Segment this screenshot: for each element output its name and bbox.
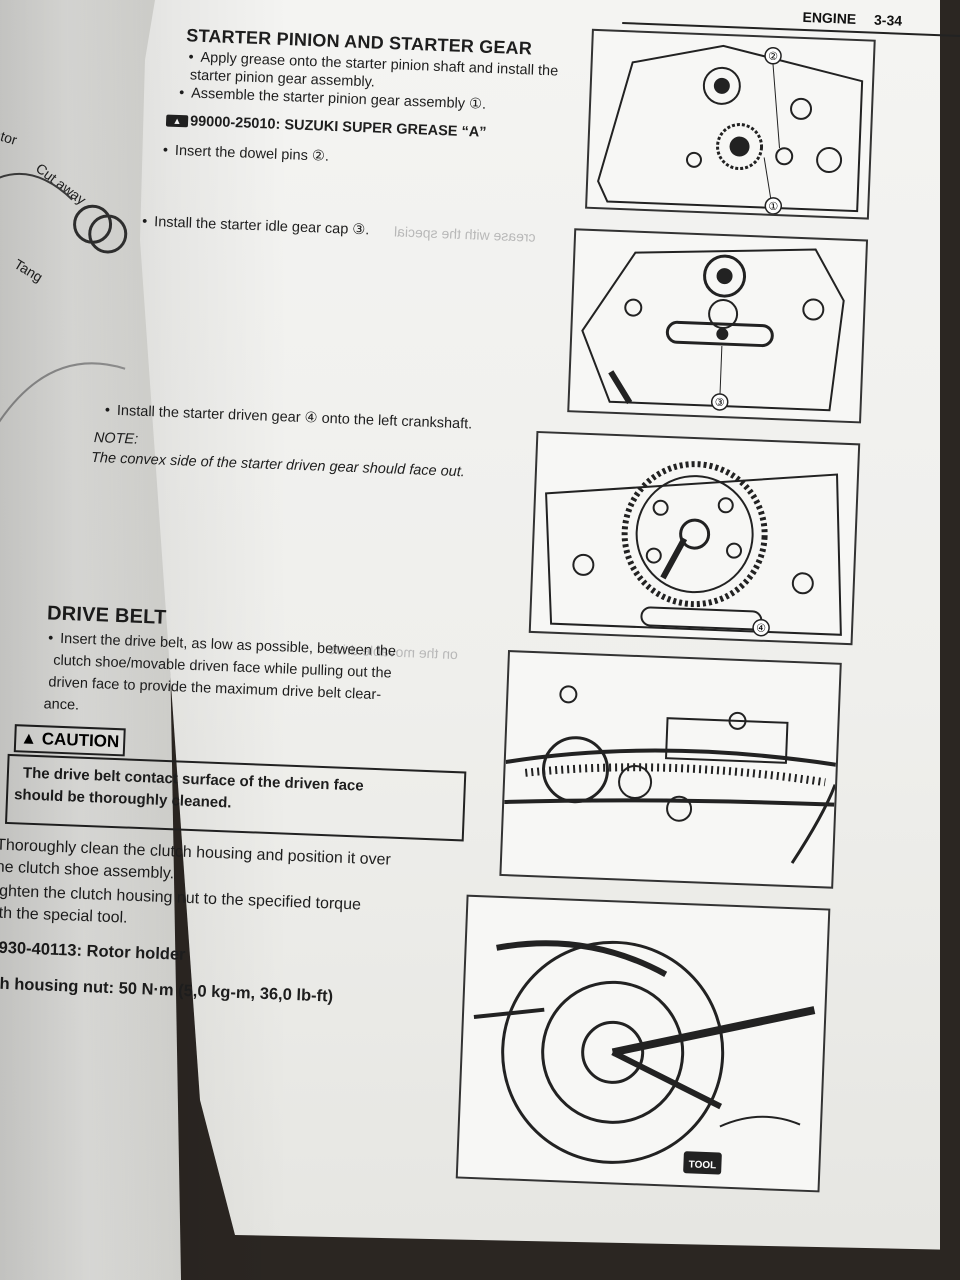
tool-reference: 09930-40113: Rotor holder [0, 938, 186, 964]
fig1-callout-2: ② [768, 50, 778, 63]
section-title-drive-belt: DRIVE BELT [46, 602, 167, 629]
caution-line-2: should be thoroughly cleaned. [13, 786, 232, 812]
clutch-housing-tool-illustration: TOOL [473, 940, 816, 1175]
starter-bullet-4: Install the starter idle gear cap ③. [154, 214, 370, 238]
bleed-through-text: crease with the special [393, 223, 536, 245]
fig3-callout-4: ④ [756, 622, 766, 635]
figure-clutch-housing-tool: TOOL [455, 894, 831, 1193]
caution-badge: ▲ CAUTION [13, 724, 126, 757]
left-page-gear-sketch [0, 173, 128, 442]
figure-idle-gear-cap: ③ [567, 228, 869, 424]
page-header: ENGINE 3-34 [802, 9, 916, 29]
header-page-number: 3-34 [873, 11, 903, 29]
starter-pinion-illustration: ② ① [597, 44, 864, 215]
paragraph-2-line-2: with the special tool. [0, 904, 128, 927]
grease-reference: ▲99000-25010: SUZUKI SUPER GREASE “A” [165, 113, 487, 141]
left-page: ator Cut away Tang [0, 0, 182, 1280]
starter-bullet-2: Assemble the starter pinion gear assembl… [191, 85, 486, 112]
torque-spec: utch housing nut: 50 N·m (5,0 kg-m, 36,0… [0, 973, 334, 1006]
fig2-callout-3: ③ [715, 396, 725, 409]
warning-triangle-icon: ▲ [19, 728, 38, 749]
drive-belt-illustration [504, 685, 837, 864]
drive-belt-line-4: ance. [43, 696, 80, 714]
note-label: NOTE: [93, 429, 139, 448]
tool-badge-label: TOOL [688, 1159, 716, 1171]
caution-label: CAUTION [41, 729, 120, 752]
figure-drive-belt [499, 650, 842, 889]
header-section: ENGINE [802, 8, 857, 27]
paragraph-1-line-2: the clutch shoe assembly. [0, 858, 175, 883]
starter-driven-gear-illustration: ④ [545, 461, 842, 637]
tool-badge-icon [683, 1151, 722, 1175]
idle-gear-cap-illustration: ③ [581, 248, 845, 412]
grease-icon: ▲ [165, 114, 189, 128]
fig1-callout-1: ① [768, 200, 778, 213]
figure-starter-driven-gear: ④ [528, 430, 861, 646]
starter-bullet-5: Install the starter driven gear ④ onto t… [117, 403, 473, 433]
note-text: The convex side of the starter driven ge… [90, 449, 466, 481]
caution-box: The drive belt contact surface of the dr… [4, 753, 467, 842]
figure-starter-pinion: ② ① [585, 28, 876, 220]
starter-bullet-3: Insert the dowel pins ②. [175, 143, 330, 165]
grease-reference-text: 99000-25010: SUZUKI SUPER GREASE “A” [189, 113, 487, 141]
